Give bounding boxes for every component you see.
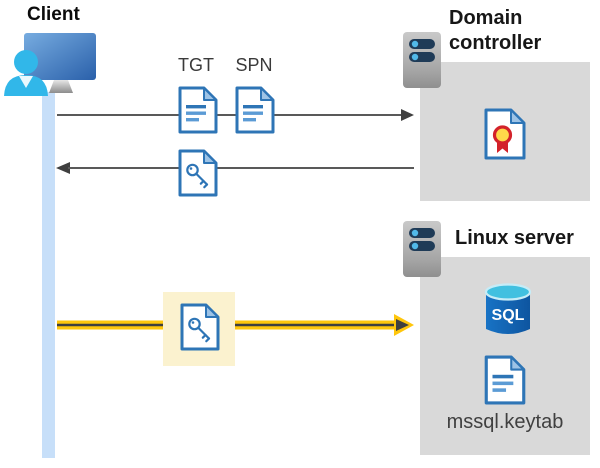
linux-server-icon (403, 221, 441, 277)
client-timeline-bar (42, 92, 55, 458)
keytab-label: mssql.keytab (446, 411, 564, 433)
certificate-icon (484, 108, 526, 160)
sql-database-icon: SQL (484, 283, 532, 334)
arrow-dc-to-client (56, 162, 414, 174)
domain-controller-label: Domain controller (449, 7, 542, 54)
linux-server-label: Linux server (455, 227, 574, 249)
arrow-client-to-linux (57, 314, 414, 336)
key-document-highlighted-icon (180, 303, 220, 351)
key-document-icon (178, 149, 218, 197)
tgt-document-icon (178, 86, 218, 134)
arrow-client-to-dc (57, 109, 414, 121)
keytab-document-icon (484, 355, 526, 405)
spn-label: SPN (235, 55, 273, 75)
client-label: Client (27, 4, 80, 25)
domain-controller-server-icon (403, 32, 441, 88)
spn-document-icon (235, 86, 275, 134)
sql-badge-text: SQL (492, 307, 525, 324)
client-workstation-icon (4, 33, 96, 96)
tgt-label: TGT (178, 55, 214, 75)
